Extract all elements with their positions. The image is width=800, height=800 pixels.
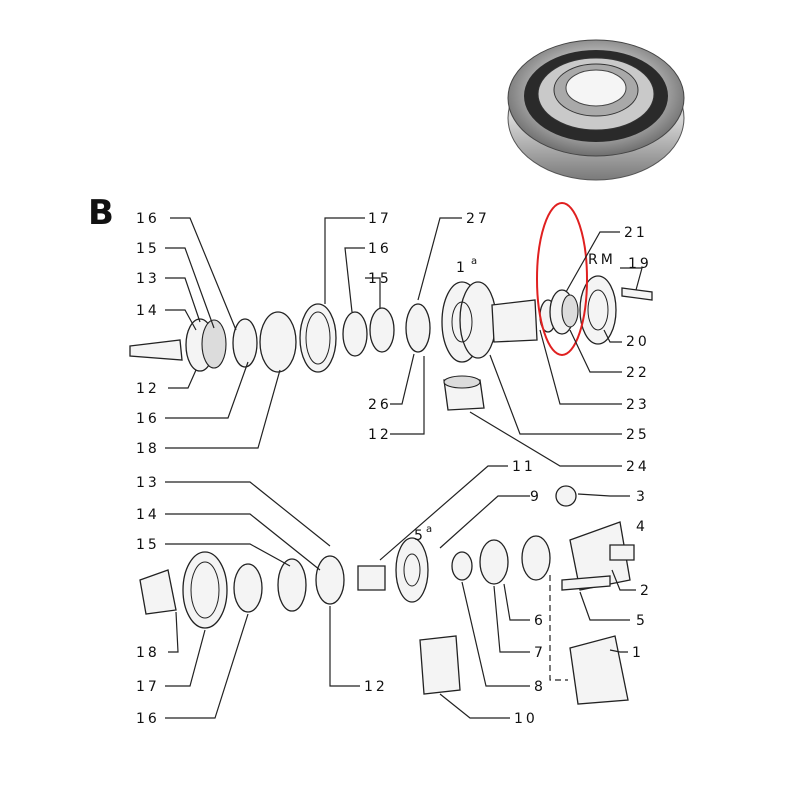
label-15c: 15 — [136, 537, 160, 553]
hub-flange — [259, 311, 297, 373]
label-17: 17 — [368, 211, 392, 227]
flange-yoke-lower — [569, 635, 629, 705]
label-27: 27 — [466, 211, 490, 227]
label-8: 8 — [534, 679, 546, 695]
label-24: 24 — [626, 459, 650, 475]
label-16d: 16 — [136, 711, 160, 727]
fifth-gear — [395, 537, 429, 603]
bolt — [561, 575, 611, 591]
hub-flange-bottom — [139, 569, 177, 615]
label-1a: 1 — [456, 260, 468, 276]
nut-cap — [555, 485, 577, 507]
label-13b: 13 — [136, 475, 160, 491]
label-18b: 18 — [136, 645, 160, 661]
cone-bottom — [277, 558, 307, 612]
sleeve-bottom — [182, 551, 228, 629]
label-5a: 5 — [414, 528, 426, 544]
label-5: 5 — [636, 613, 648, 629]
label-3: 3 — [636, 489, 648, 505]
pin — [621, 287, 653, 301]
ball-bearing-photo — [507, 39, 685, 181]
label-10: 10 — [514, 711, 538, 727]
label-1a-sup: a — [471, 256, 480, 267]
seal-ring — [521, 535, 551, 581]
label-14: 14 — [136, 303, 160, 319]
label-22: 22 — [626, 365, 650, 381]
baulk-ring — [232, 318, 258, 368]
label-4: 4 — [636, 519, 648, 535]
label-16b: 16 — [136, 411, 160, 427]
label-25: 25 — [626, 427, 650, 443]
label-9: 9 — [530, 489, 542, 505]
ring-bottom — [233, 563, 263, 613]
label-13: 13 — [136, 271, 160, 287]
label-7: 7 — [534, 645, 546, 661]
label-6: 6 — [534, 613, 546, 629]
label-20: 20 — [626, 334, 650, 350]
synchro-ring — [201, 319, 227, 369]
label-1: 1 — [632, 645, 644, 661]
label-23: 23 — [626, 397, 650, 413]
section-letter: B — [88, 193, 114, 233]
label-15: 15 — [136, 241, 160, 257]
label-5a-sup: a — [426, 524, 435, 535]
label-12b: 12 — [368, 427, 392, 443]
shaft-sleeve — [491, 299, 538, 343]
output-shaft — [129, 339, 183, 361]
label-12: 12 — [136, 381, 160, 397]
label-26: 26 — [368, 397, 392, 413]
label-16c: 16 — [368, 241, 392, 257]
nut — [609, 544, 635, 561]
label-17b: 17 — [136, 679, 160, 695]
sliding-sleeve — [299, 303, 337, 373]
label-rm: RM — [588, 252, 616, 268]
top-assembly — [129, 275, 653, 411]
circlip-ring — [342, 311, 368, 357]
spring-ring — [405, 303, 431, 353]
highlight-circle — [536, 202, 588, 356]
label-15b: 15 — [368, 271, 392, 287]
label-16: 16 — [136, 211, 160, 227]
bearing-bottom — [479, 539, 509, 585]
top-leaders — [165, 217, 643, 467]
spring-bottom — [315, 555, 345, 605]
label-14b: 14 — [136, 507, 160, 523]
synchro-cone — [369, 307, 395, 353]
label-21: 21 — [624, 225, 648, 241]
label-2: 2 — [640, 583, 652, 599]
label-19: 19 — [628, 256, 652, 272]
label-12c: 12 — [364, 679, 388, 695]
washer — [451, 551, 473, 581]
label-11: 11 — [512, 459, 536, 475]
bottom-leaders — [165, 465, 636, 719]
needle-roller — [419, 635, 461, 695]
reverse-gear — [579, 275, 617, 345]
flange-yoke — [569, 521, 631, 591]
label-18: 18 — [136, 441, 160, 457]
bottom-assembly — [139, 485, 635, 705]
bush-bottom — [357, 565, 386, 591]
